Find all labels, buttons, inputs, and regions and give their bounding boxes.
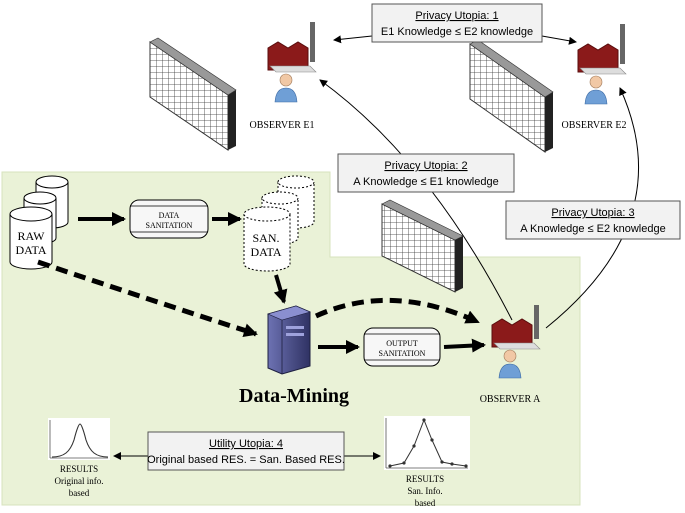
raw-data-label-line2: DATA <box>15 243 46 257</box>
observer-e1-label: OBSERVER E1 <box>249 120 314 131</box>
firewall-icon <box>469 39 554 153</box>
person-icon <box>274 73 298 103</box>
privacy-utopia-2-box: Privacy Utopia: 2 A Knowledge ≤ E1 knowl… <box>337 153 515 193</box>
privacy-utopia-3-title: Privacy Utopia: 3 <box>551 207 634 219</box>
utility-utopia-4-title: Utility Utopia: 4 <box>209 438 283 450</box>
observer-e1-icon <box>267 22 317 103</box>
observer-a-icon <box>491 305 541 379</box>
san-results-plot <box>384 416 470 470</box>
data-sanitation-box: DATA SANITATION <box>129 199 209 239</box>
factory-icon <box>577 24 627 75</box>
privacy-utopia-1-body: E1 Knowledge ≤ E2 knowledge <box>381 26 533 38</box>
dashed-arrow-raw-to-server <box>37 259 258 338</box>
factory-icon <box>267 22 317 73</box>
results-san-line3: based <box>415 498 436 508</box>
privacy-utopia-1-title: Privacy Utopia: 1 <box>415 10 498 22</box>
firewall-icon <box>149 37 237 151</box>
san-data-label-line2: DATA <box>250 245 281 259</box>
results-original-line1: RESULTS <box>60 464 98 474</box>
firewall-icon <box>381 199 464 293</box>
utility-utopia-4-body: Original based RES. = San. Based RES. <box>147 454 345 466</box>
data-sanitation-line1: DATA <box>159 211 180 220</box>
data-sanitation-line2: SANITATION <box>146 221 193 230</box>
data-mining-label: Data-Mining <box>239 385 349 407</box>
privacy-utopia-3-body: A Knowledge ≤ E2 knowledge <box>520 223 665 235</box>
privacy-utopia-1-box: Privacy Utopia: 1 E1 Knowledge ≤ E2 know… <box>371 3 543 43</box>
arrow-san-data-to-server <box>273 274 288 304</box>
arrow-output-to-observer-a <box>443 338 486 353</box>
output-sanitation-line1: OUTPUT <box>386 339 418 348</box>
arrow-u1-to-e2 <box>541 35 577 45</box>
dashed-arrow-server-to-observer-a <box>314 297 480 325</box>
raw-data-label-line1: RAW <box>17 229 45 243</box>
results-original-line3: based <box>69 488 90 498</box>
observer-e2-icon <box>577 24 627 105</box>
san-data-database-icon <box>243 175 315 272</box>
person-icon <box>584 75 608 105</box>
output-sanitation-box: OUTPUT SANITATION <box>363 327 441 367</box>
san-data-label-line1: SAN. <box>252 231 279 245</box>
raw-data-database-icon <box>9 175 69 270</box>
privacy-utopia-3-box: Privacy Utopia: 3 A Knowledge ≤ E2 knowl… <box>505 200 681 240</box>
arrow-u1-to-e1 <box>333 35 373 44</box>
privacy-utopia-2-title: Privacy Utopia: 2 <box>384 160 467 172</box>
results-san-line1: RESULTS <box>406 474 444 484</box>
server-icon <box>267 305 311 375</box>
observer-a-label: OBSERVER A <box>480 394 541 405</box>
privacy-utopia-2-body: A Knowledge ≤ E1 knowledge <box>353 176 498 188</box>
output-sanitation-line2: SANITATION <box>379 349 426 358</box>
person-icon <box>498 349 522 379</box>
observer-e2-label: OBSERVER E2 <box>561 120 626 131</box>
factory-icon <box>491 305 541 350</box>
results-san-line2: San. Info. <box>407 486 442 496</box>
utility-utopia-4-box: Utility Utopia: 4 Original based RES. = … <box>147 431 345 471</box>
results-original-line2: Original info. <box>55 476 104 486</box>
original-results-plot <box>48 418 110 460</box>
